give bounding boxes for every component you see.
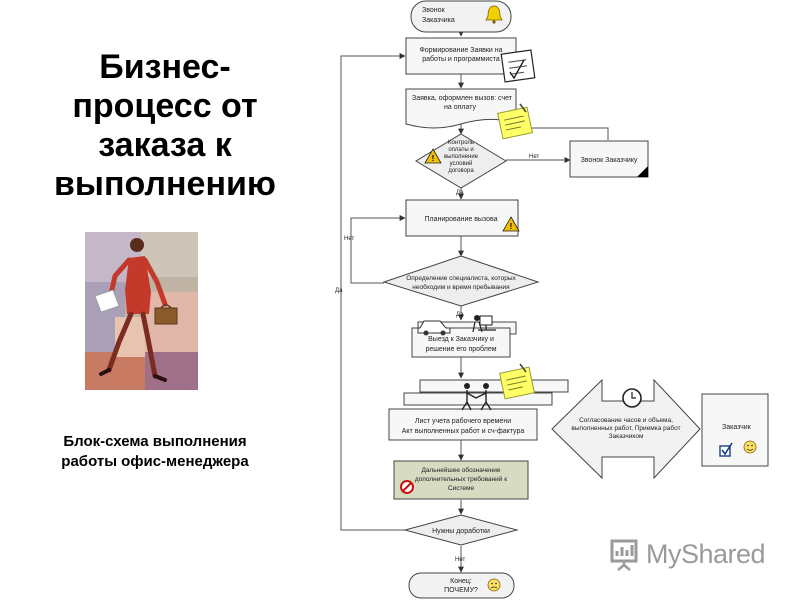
agreement-line: Заказчиком — [609, 433, 644, 440]
step-worksheet-line: Акт выполненных работ и сч-фактура — [402, 427, 525, 435]
step-further-requirements-line: Дальнейшее обозначение — [421, 466, 500, 474]
sticky-note-icon — [497, 103, 533, 140]
decision-payment-control-line: Контроль — [448, 140, 474, 146]
label-no: Нет — [344, 236, 354, 242]
svg-text:!: ! — [432, 154, 435, 163]
subtitle-line: работы офис-менеджера — [61, 453, 249, 470]
presentation-board-icon — [610, 539, 638, 571]
step-trip — [411, 327, 511, 358]
watermark-text: MyShared — [646, 538, 766, 569]
step-form-request-line: работы и программиста — [422, 55, 500, 63]
title-line: процесс от — [72, 87, 258, 125]
start-node — [410, 0, 512, 33]
decision-rework — [403, 514, 519, 546]
woman-with-briefcase-illustration — [85, 232, 198, 390]
step-form-request — [405, 37, 517, 75]
step-worksheet-line: Лист учета рабочего времени — [415, 417, 511, 425]
step-worksheet — [388, 408, 538, 441]
bell-icon — [485, 5, 503, 24]
decision-payment-control-line: условий — [450, 160, 473, 167]
step-worksheet-stack-mid — [403, 392, 553, 406]
label-yes: Да — [456, 312, 464, 318]
agreement-line: выполненных работ, Приемка работ — [571, 424, 680, 432]
title-line: Бизнес- — [99, 48, 231, 86]
handshake-people-icon — [461, 383, 492, 411]
checkbox-checked-icon — [719, 442, 733, 457]
step-planning — [405, 199, 519, 237]
watermark-logo: MyShared — [608, 536, 766, 572]
connector-call-back — [510, 127, 609, 140]
step-call-customer-label: Звонок Заказчику — [581, 157, 638, 164]
label-yes: Да — [456, 190, 464, 196]
decision-payment-control-line: договора — [448, 168, 474, 174]
subtitle-line: Блок-схема выполнения — [63, 433, 247, 450]
document-request-line: Заявка, оформлен вызов: счет — [412, 95, 513, 102]
customer-box — [701, 393, 769, 467]
start-node-line: Звонок — [422, 7, 446, 14]
customer-label: Заказчик — [722, 424, 752, 431]
step-worksheet-stack-back — [419, 379, 569, 393]
agreement-double-arrow — [551, 378, 701, 480]
connector-rework-loop — [340, 53, 406, 531]
step-call-customer-corner — [637, 166, 648, 177]
step-further-requirements — [393, 460, 529, 500]
workstation-icon — [472, 315, 496, 333]
sticky-note-icon — [499, 363, 535, 400]
clipboard-icon — [500, 49, 536, 83]
confused-face-icon — [487, 578, 501, 592]
decision-specialist — [382, 255, 540, 307]
title-line: заказа к — [98, 126, 232, 164]
label-no: Нет — [529, 154, 539, 160]
document-request-line: на оплату — [444, 104, 476, 111]
agreement-line: Согласование часов и объема, — [579, 416, 673, 424]
end-node-line: ПОЧЕМУ? — [444, 587, 478, 594]
decision-rework-label: Нужны доработки — [432, 527, 490, 535]
slide-subtitle: Блок-схема выполнения работы офис-менедж… — [30, 432, 280, 472]
connector-no-to-planning — [350, 215, 406, 284]
prohibited-icon — [400, 480, 414, 494]
label-yes: Да — [335, 288, 343, 294]
end-node-line: Конец: — [450, 578, 472, 585]
step-call-customer — [569, 140, 649, 178]
smiley-icon — [743, 440, 757, 454]
step-form-request-line: Формирование Заявки на — [419, 47, 502, 54]
title-line: выполнению — [54, 165, 276, 203]
warning-icon: ! — [502, 216, 520, 232]
decision-payment-control-line: оплаты и — [448, 147, 473, 153]
step-planning-label: Планирование вызова — [424, 216, 497, 223]
step-trip-line: Выезд к Заказчику и — [428, 336, 494, 343]
clock-icon — [622, 388, 642, 408]
label-no: Нет — [455, 557, 465, 563]
warning-icon: ! — [424, 148, 442, 164]
start-node-line: Заказчика — [422, 17, 455, 24]
slide-title: Бизнес- процесс от заказа к выполнению — [40, 48, 290, 204]
decision-payment-control-line: выполнение — [444, 154, 479, 160]
decision-specialist-line: Определение специалиста, которых — [406, 275, 516, 282]
svg-text:!: ! — [510, 222, 513, 231]
step-further-requirements-line: Системе — [448, 485, 475, 492]
decision-specialist-line: необходим и время пребывания — [412, 283, 510, 291]
end-node — [408, 572, 515, 599]
step-further-requirements-line: дополнительных требований к — [415, 475, 507, 483]
step-trip-line: решение его проблем — [425, 345, 496, 353]
car-icon — [417, 320, 451, 336]
